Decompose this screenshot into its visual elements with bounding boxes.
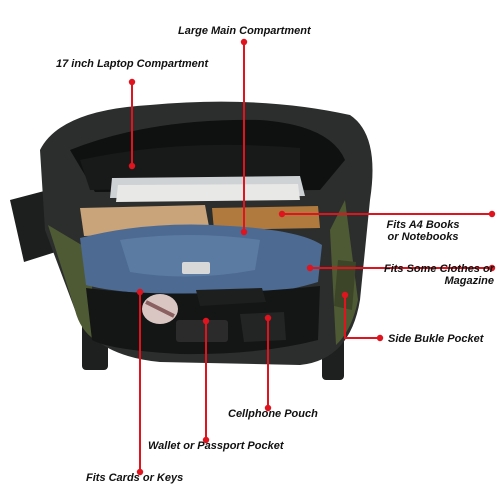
callout-cellphone-dot-2: [264, 404, 272, 412]
label-a4-line1: Fits A4 Books: [386, 219, 460, 231]
wallet: [176, 320, 228, 342]
key-ring: [182, 262, 210, 274]
label-side-buckle-pocket: Side Bukle Pocket: [388, 333, 484, 345]
callout-side-pocket: [344, 295, 380, 339]
callout-cards-dot-1: [136, 288, 144, 296]
callout-cellphone-dot-1: [264, 314, 272, 322]
label-cellphone-pouch: Cellphone Pouch: [228, 408, 318, 420]
label-a4-books: Fits A4 Books or Notebooks: [378, 219, 468, 243]
zip-pouch: [196, 288, 266, 306]
callout-main-compartment-dot-2: [240, 228, 248, 236]
callout-main-compartment-dot-1: [240, 38, 248, 46]
callout-clothes-dot-1: [306, 264, 314, 272]
phone-pouch: [240, 312, 286, 342]
callout-dots: [128, 38, 496, 476]
callout-laptop-dot-1: [128, 78, 136, 86]
callout-a4-dot-2: [488, 210, 496, 218]
papers: [116, 184, 300, 202]
callout-wallet-dot-1: [202, 317, 210, 325]
label-clothes-line1: Fits Some Clothes or: [383, 263, 494, 275]
side-buckle-pocket: [334, 260, 356, 310]
coin-purse-strap: [145, 300, 175, 318]
callout-wallet-dot-2: [202, 436, 210, 444]
label-clothes-magazine: Fits Some Clothes or Magazine: [362, 263, 494, 287]
callout-side-pocket-dot-1: [341, 291, 349, 299]
label-large-main-compartment: Large Main Compartment: [178, 25, 311, 37]
callout-a4-dot-1: [278, 210, 286, 218]
callout-cards-dot-2: [136, 468, 144, 476]
callout-clothes-dot-2: [488, 264, 496, 272]
label-a4-line2: or Notebooks: [387, 231, 459, 243]
a4-notebook: [212, 206, 320, 230]
callout-lines: [131, 42, 492, 472]
callout-side-pocket-dot-2: [376, 334, 384, 342]
label-cards-keys: Fits Cards or Keys: [86, 472, 184, 484]
label-laptop-compartment: 17 inch Laptop Compartment: [56, 58, 209, 70]
denim-fold: [120, 235, 260, 277]
label-wallet-passport-pocket: Wallet or Passport Pocket: [148, 440, 284, 452]
callout-laptop-dot-2: [128, 162, 136, 170]
label-clothes-line2: Magazine: [444, 275, 494, 287]
